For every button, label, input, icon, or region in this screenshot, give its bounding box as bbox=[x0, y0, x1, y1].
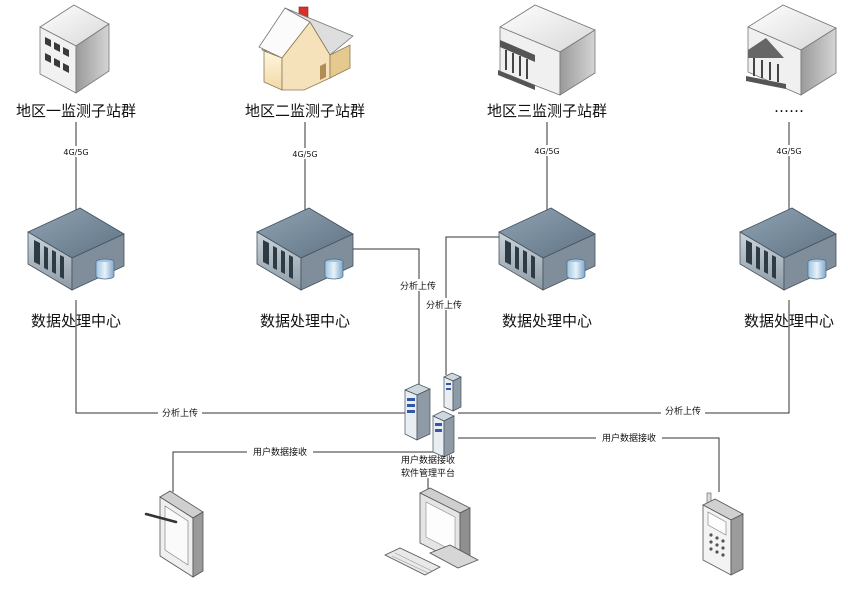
upload-label-1: 分析上传 bbox=[162, 407, 198, 419]
link-label-3: 4G/5G bbox=[534, 147, 559, 156]
platform-label-line1: 用户数据接收 bbox=[401, 454, 455, 466]
link-label-2: 4G/5G bbox=[292, 150, 317, 159]
house-icon bbox=[258, 6, 354, 91]
site-label-4: …… bbox=[774, 98, 804, 116]
tower-server-icon bbox=[404, 383, 431, 441]
bank-building-icon bbox=[498, 4, 596, 96]
connection-lines bbox=[75, 122, 790, 492]
receive-label-right: 用户数据接收 bbox=[602, 432, 656, 444]
office-building-icon bbox=[39, 4, 110, 94]
receive-label-left: 用户数据接收 bbox=[253, 446, 307, 458]
center-label-2: 数据处理中心 bbox=[260, 312, 350, 330]
desktop-computer-icon bbox=[384, 487, 479, 576]
server-icon bbox=[739, 207, 837, 291]
bank-building-icon bbox=[746, 4, 837, 96]
mobile-phone-icon bbox=[702, 492, 744, 576]
site-label-2: 地区二监测子站群 bbox=[245, 102, 365, 120]
upload-label-4: 分析上传 bbox=[665, 405, 701, 417]
server-icon bbox=[27, 207, 125, 291]
server-icon bbox=[498, 207, 596, 291]
tower-server-icon bbox=[432, 410, 455, 458]
upload-label-2: 分析上传 bbox=[400, 280, 436, 292]
upload-label-3: 分析上传 bbox=[426, 299, 462, 311]
link-label-1: 4G/5G bbox=[63, 148, 88, 157]
server-icon bbox=[256, 207, 354, 291]
center-label-3: 数据处理中心 bbox=[502, 312, 592, 330]
link-label-4: 4G/5G bbox=[776, 147, 801, 156]
site-label-1: 地区一监测子站群 bbox=[16, 102, 136, 120]
tower-server-icon bbox=[443, 372, 462, 412]
tablet-icon bbox=[144, 490, 204, 578]
center-label-4: 数据处理中心 bbox=[744, 312, 834, 330]
site-label-3: 地区三监测子站群 bbox=[487, 102, 607, 120]
platform-label-line2: 软件管理平台 bbox=[401, 467, 455, 479]
center-label-1: 数据处理中心 bbox=[31, 312, 121, 330]
